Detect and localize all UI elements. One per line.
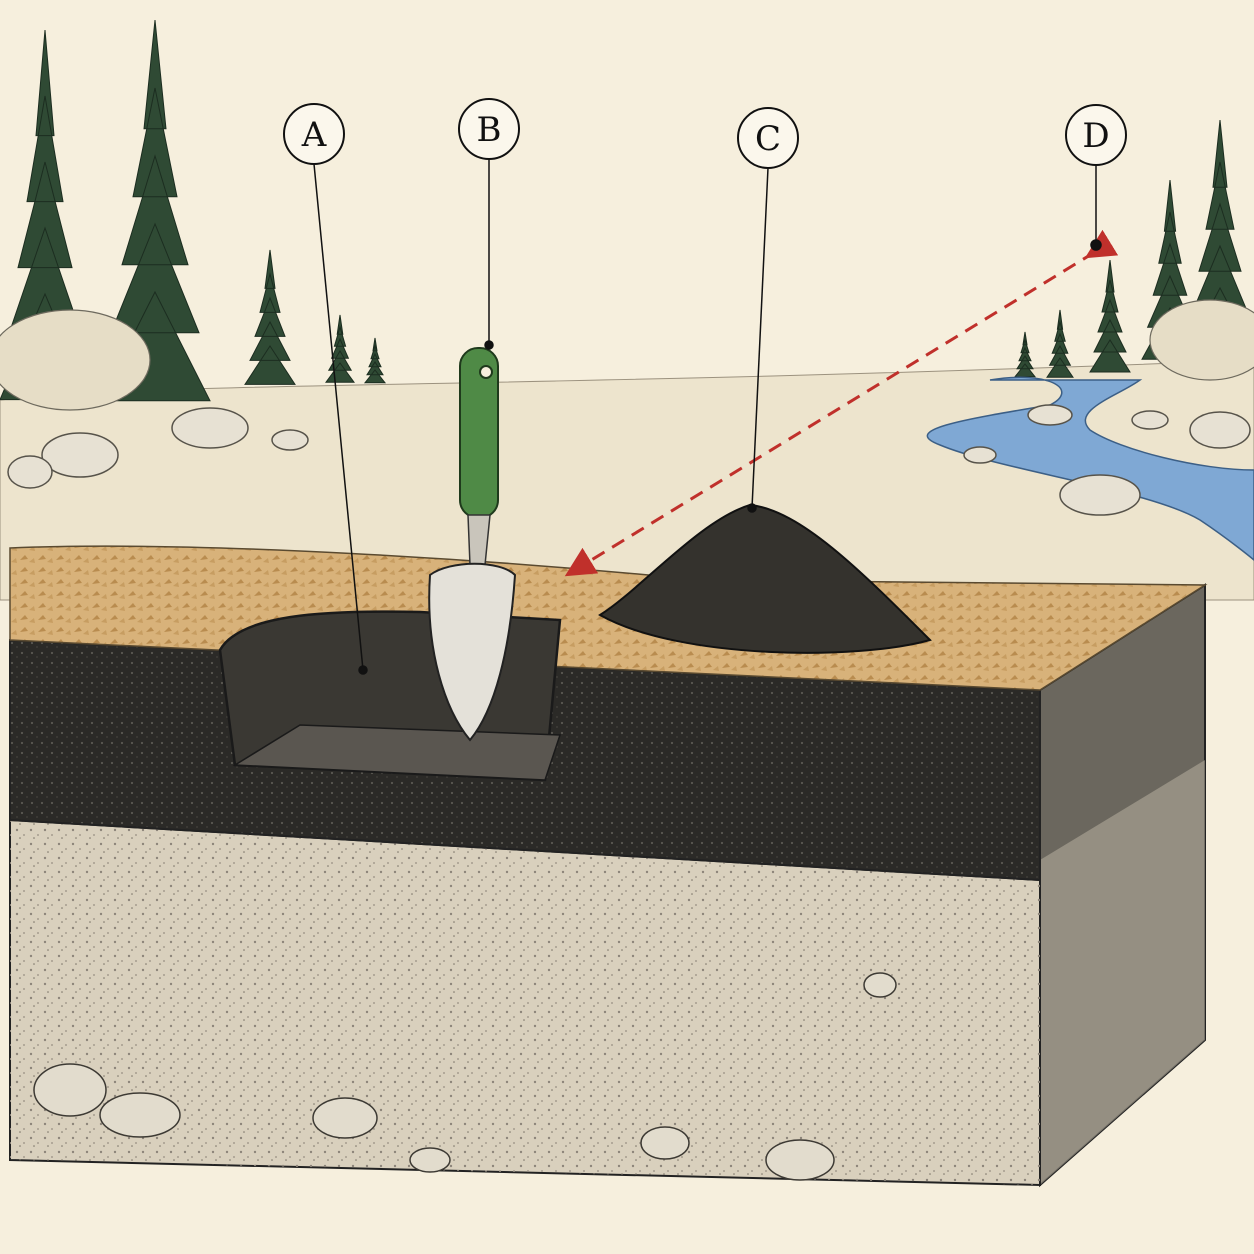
trowel-hang-hole bbox=[479, 365, 493, 379]
conifer-tree bbox=[1089, 259, 1131, 373]
conifer-tree bbox=[363, 337, 387, 384]
conifer-tree bbox=[0, 29, 91, 401]
callout-C: C bbox=[737, 107, 799, 169]
bushes bbox=[0, 299, 1254, 411]
garden-trowel bbox=[428, 347, 517, 742]
callout-label-A: A bbox=[301, 115, 327, 155]
conifer-tree bbox=[244, 249, 296, 385]
hole-floor bbox=[232, 724, 562, 781]
subsoil-stones bbox=[33, 972, 897, 1181]
conifer-tree bbox=[99, 19, 211, 402]
callout-label-D: D bbox=[1082, 116, 1109, 156]
callout-A: A bbox=[283, 103, 345, 165]
callout-leaders bbox=[313, 159, 1102, 675]
callout-B: B bbox=[458, 98, 520, 160]
callout-label-C: C bbox=[755, 119, 781, 159]
conifer-tree bbox=[1184, 119, 1254, 356]
callout-label-B: B bbox=[477, 110, 502, 150]
callout-D: D bbox=[1065, 104, 1127, 166]
trowel-blade bbox=[428, 562, 517, 742]
direction-arrow bbox=[564, 229, 1119, 577]
